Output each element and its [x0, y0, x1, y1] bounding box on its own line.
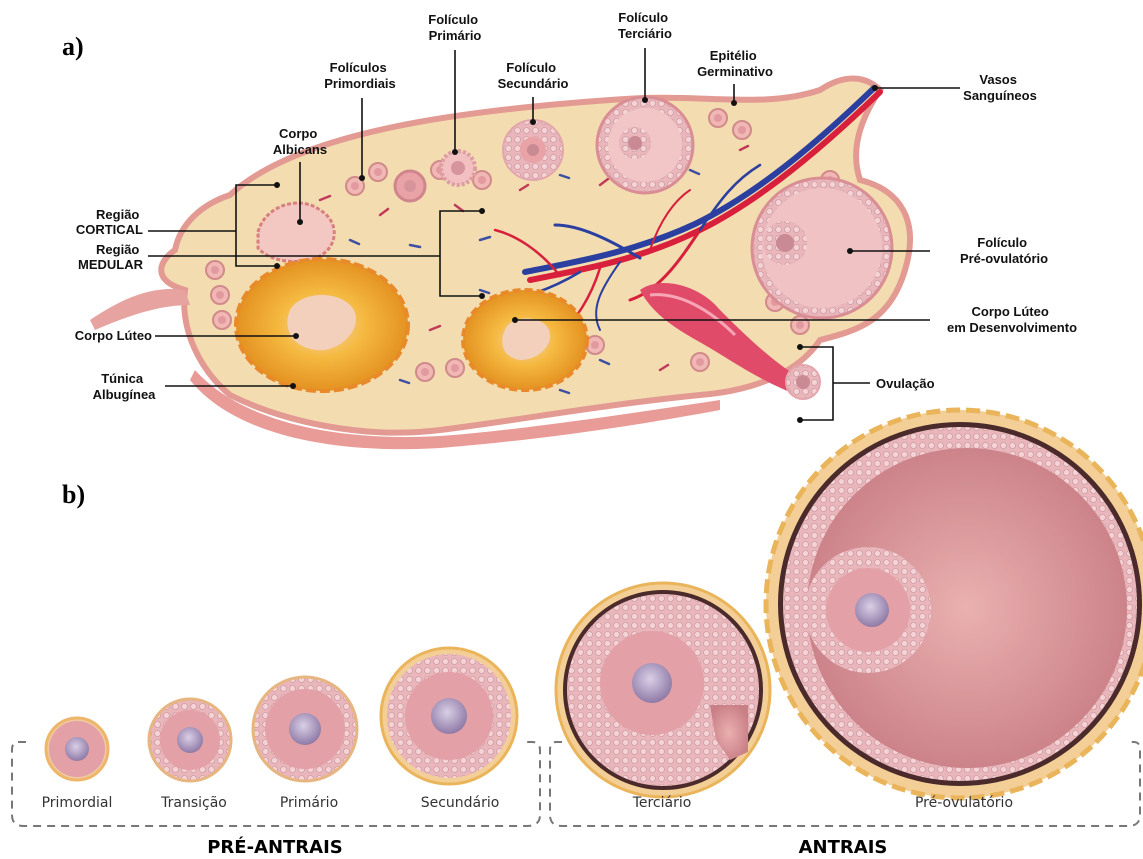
- follicle-secundario: [381, 648, 517, 784]
- label-corpo-luteo-desenvolvimento: Corpo Lúteo em Desenvolvimento: [947, 304, 1077, 335]
- follicle-transicao: [149, 699, 231, 781]
- stage-label-secundario: Secundário: [421, 795, 500, 811]
- pre-ovulatory-follicle: [752, 178, 892, 318]
- follicle-terciario: [556, 583, 770, 797]
- corpus-luteum: [236, 259, 408, 391]
- label-corpo-luteo: Corpo Lúteo: [75, 328, 152, 343]
- label-foliculos-primordiais: Folículos Primordiais: [324, 60, 396, 91]
- label-epitelio-germinativo: Epitélio Germinativo: [697, 48, 773, 79]
- stage-label-terciario: Terciário: [632, 795, 692, 811]
- group-label-antrais: ANTRAIS: [799, 837, 888, 858]
- group-label-pre-antrais: PRÉ-ANTRAIS: [207, 836, 343, 858]
- label-regiao-cortical: Região CORTICAL: [76, 207, 143, 237]
- stage-label-primordial: Primordial: [42, 795, 113, 811]
- ovary-illustration: [90, 78, 910, 449]
- stage-labels: Primordial Transição Primário Secundário…: [42, 795, 1013, 811]
- label-foliculo-terciario: Folículo Terciário: [618, 10, 672, 41]
- follicle-primordial: [46, 718, 108, 780]
- label-tunica-albuginea: Túnica Albugínea: [93, 371, 157, 402]
- ovary-ligament: [90, 289, 190, 330]
- corpus-luteum-developing: [463, 290, 587, 390]
- label-regiao-medular: Região MEDULAR: [78, 242, 144, 272]
- label-foliculo-pre-ovulatorio: Folículo Pré-ovulatório: [960, 235, 1048, 266]
- stage-label-pre-ovulatorio: Pré-ovulatório: [915, 795, 1013, 811]
- label-foliculo-primario: Folículo Primário: [428, 12, 481, 43]
- follicle-primario: [253, 677, 357, 781]
- label-ovulacao: Ovulação: [876, 376, 935, 391]
- stage-label-transicao: Transição: [160, 795, 227, 811]
- label-corpo-albicans: Corpo Albicans: [273, 126, 327, 157]
- label-vasos-sanguineos: Vasos Sanguíneos: [963, 72, 1037, 103]
- label-foliculo-secundario: Folículo Secundário: [498, 60, 569, 91]
- panel-b-letter: b): [62, 480, 85, 509]
- stage-label-primario: Primário: [280, 795, 338, 811]
- follicle-pre-ovulatorio: [766, 410, 1143, 798]
- panel-a-letter: a): [62, 32, 84, 61]
